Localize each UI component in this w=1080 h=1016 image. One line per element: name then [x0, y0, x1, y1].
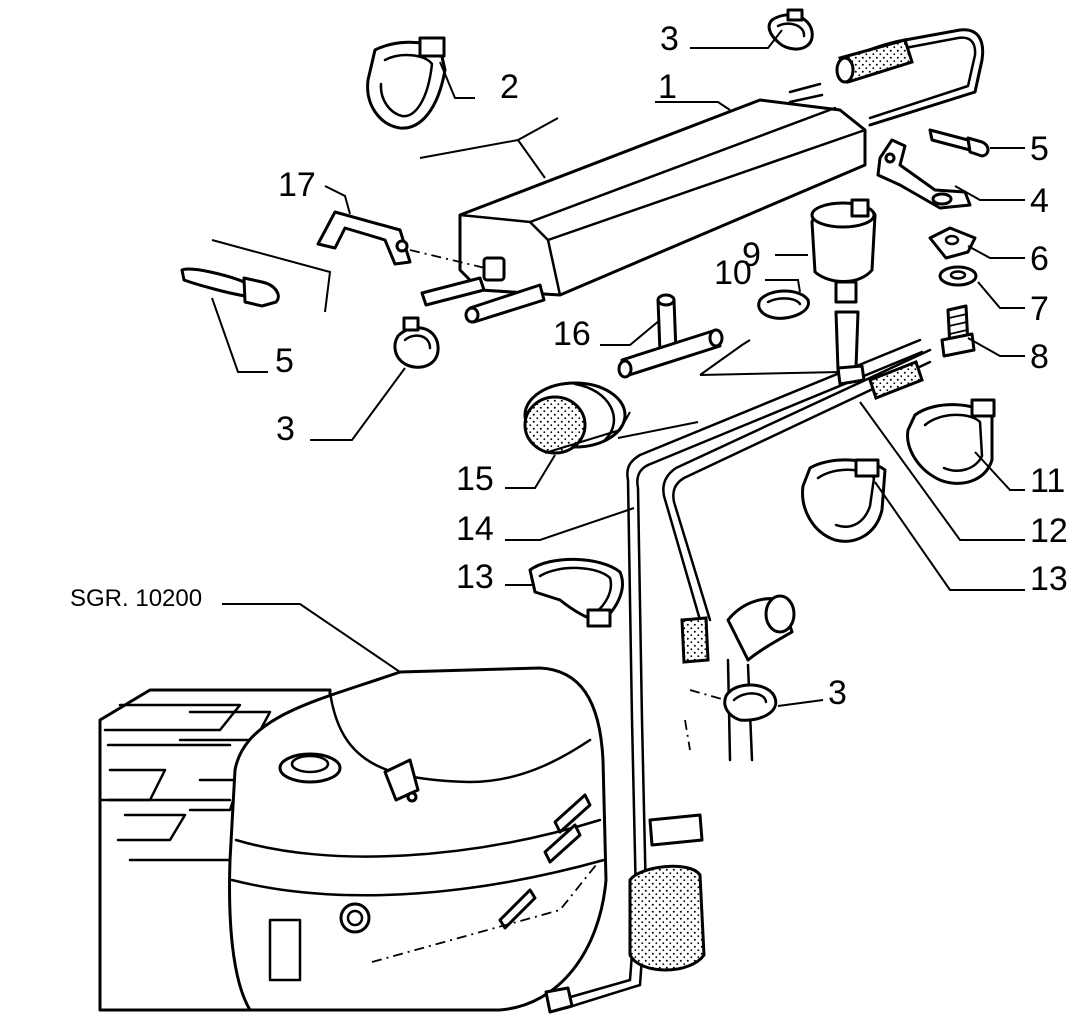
callout-11: 11: [1030, 462, 1065, 500]
callout-2: 2: [500, 68, 519, 106]
leader-lines: [211, 29, 1025, 707]
callout-13-left: 13: [456, 558, 494, 596]
callout-3-lower: 3: [828, 674, 847, 712]
washer-7: [938, 265, 978, 287]
callout-13-right: 13: [1030, 560, 1068, 598]
bolt-5-right: [928, 128, 990, 158]
callout-10: 10: [714, 254, 752, 292]
callout-4: 4: [1030, 182, 1049, 220]
strap-2: [366, 36, 447, 130]
callout-5-left: 5: [275, 342, 294, 380]
callout-15: 15: [456, 460, 494, 498]
bracket-4: [876, 138, 972, 210]
fuel-pipes-14: [544, 338, 932, 1014]
fuel-tank: [98, 666, 608, 1012]
callout-8: 8: [1030, 338, 1049, 376]
hose-clip-3-left: [393, 316, 440, 369]
callout-6: 6: [1030, 240, 1049, 278]
reference-label: SGR. 10200: [70, 585, 202, 612]
vent-hose: [835, 28, 985, 127]
callout-labels: 3 2 1 5 4 6 7 8 9 10 17 5 16 3 15 14 13 …: [70, 20, 1068, 712]
callout-16: 16: [553, 315, 591, 353]
filter-15: [523, 381, 627, 455]
callout-12: 12: [1030, 512, 1068, 550]
callout-9: 9: [742, 236, 761, 274]
filler-neck: [628, 594, 796, 972]
strap-13-right: [801, 458, 887, 543]
bolt-5-left: [180, 267, 280, 308]
callout-5-right: 5: [1030, 130, 1049, 168]
strap-13-left: [528, 557, 624, 628]
strap-11: [906, 398, 996, 485]
hose-clip-3-lower: [723, 683, 778, 722]
hose-clip-3-top: [767, 8, 814, 51]
callout-3-top: 3: [660, 20, 679, 58]
callout-17: 17: [278, 166, 316, 204]
canister-1: [420, 82, 867, 324]
valve-pipe: [834, 310, 860, 372]
callout-1: 1: [658, 68, 677, 106]
hose-clip-10: [757, 289, 810, 320]
t-connector-16: [617, 293, 724, 379]
valve-9: [810, 198, 877, 304]
callout-14: 14: [456, 510, 494, 548]
bolt-8: [940, 304, 976, 358]
callout-3-left: 3: [276, 410, 295, 448]
clip-nut-6: [928, 226, 977, 260]
bracket-17: [316, 210, 486, 269]
callout-7: 7: [1030, 290, 1049, 328]
